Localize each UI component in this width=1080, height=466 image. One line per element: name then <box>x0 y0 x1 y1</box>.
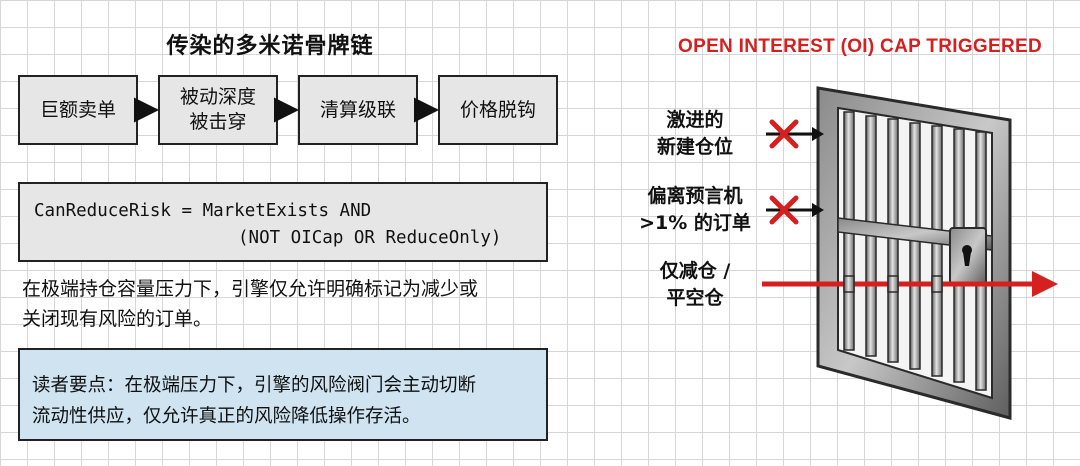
label-oracle-deviation-order: 偏离预言机 >1% 的订单 <box>639 185 751 234</box>
description-line: 关闭现有风险的订单。 <box>22 308 213 330</box>
blocked-x-icon <box>769 195 799 225</box>
description-text: 在极端持仓容量压力下，引擎仅允许明确标记为减少或 关闭现有风险的订单。 <box>22 274 552 334</box>
takeaway-line: 流动性供应，仅允许真正的风险降低操作存活。 <box>32 406 421 427</box>
reader-takeaway-box: 读者要点：在极端压力下，引擎的风险阀门会主动切断 流动性供应，仅允许真正的风险降… <box>18 348 548 441</box>
oi-cap-title: OPEN INTEREST (OI) CAP TRIGGERED <box>678 36 1042 57</box>
lock-icon <box>949 227 987 285</box>
takeaway-line: 读者要点：在极端压力下，引擎的风险阀门会主动切断 <box>32 375 477 396</box>
chain-arrows <box>134 97 439 123</box>
blocked-x-icon <box>769 119 799 149</box>
risk-formula-box: CanReduceRisk = MarketExists AND (NOT OI… <box>18 182 548 262</box>
formula-line-1: CanReduceRisk = MarketExists AND <box>34 201 372 221</box>
formula-line-2: (NOT OICap OR ReduceOnly) <box>238 228 502 248</box>
label-reduce-only: 仅减仓 / 平空仓 <box>659 260 731 309</box>
chain-step-large-sell-order: 巨额卖单 <box>18 75 138 145</box>
diagram-title: 传染的多米诺骨牌链 <box>166 34 374 59</box>
label-aggressive-new-position: 激进的 新建仓位 <box>656 109 733 158</box>
chain-step-price-decoupling: 价格脱钩 <box>438 75 558 145</box>
description-line: 在极端持仓容量压力下，引擎仅允许明确标记为减少或 <box>22 278 479 300</box>
